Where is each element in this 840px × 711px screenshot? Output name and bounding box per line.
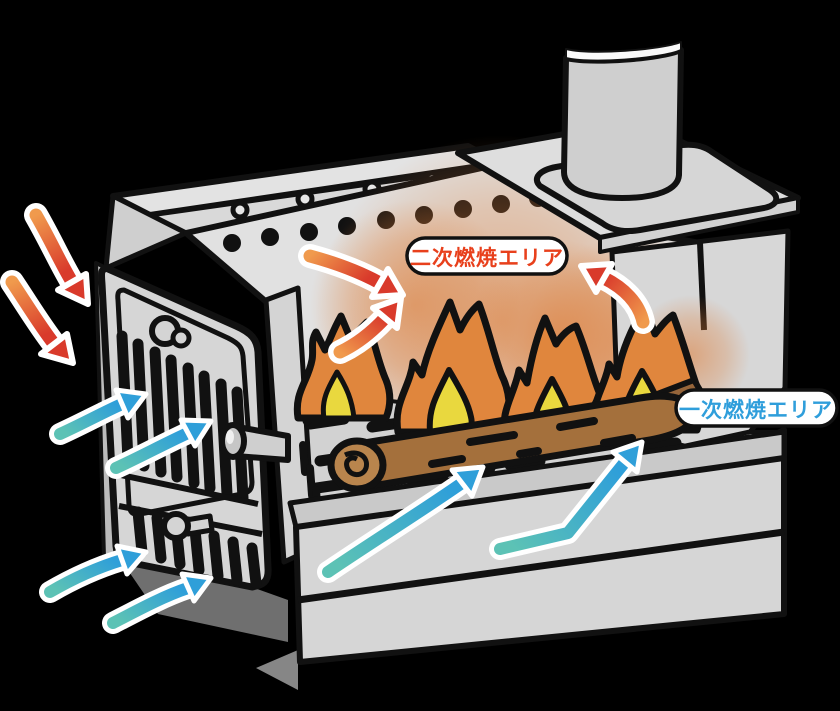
- log-bark-cracks: [428, 417, 636, 468]
- hot-air-arrow-top-left-lower: [0, 270, 76, 366]
- left-gable: [103, 193, 189, 271]
- label-pill: [674, 388, 839, 428]
- log-end-rings: [343, 450, 369, 478]
- flame-center-left: [393, 298, 513, 436]
- hot-air-arrow-to-chimney: [578, 261, 655, 334]
- label-pill: [405, 236, 569, 276]
- secondary-combustion-label: 二次燃焼エリア: [405, 236, 569, 276]
- hot-air-arrow-top-left-upper: [24, 203, 91, 307]
- door-handle: [219, 422, 291, 463]
- log-end-grain: [327, 437, 387, 493]
- hot-air-arrows: [0, 203, 655, 366]
- handle-highlight: [226, 430, 234, 444]
- door-vent-slats: [116, 330, 249, 504]
- door-knob: [149, 315, 192, 349]
- secondary-combustion-text: 二次燃焼エリア: [410, 246, 564, 270]
- chimney: [561, 41, 684, 201]
- door-lower-vent-slats: [132, 506, 262, 589]
- primary-combustion-text: 一次燃焼エリア: [679, 398, 833, 422]
- primary-combustion-label: 一次燃焼エリア: [674, 388, 839, 428]
- door-mid-rail-top: [115, 471, 259, 507]
- stove-foot: [256, 650, 298, 690]
- fresh-air-arrows: [39, 387, 645, 634]
- door-latch-bolt: [161, 511, 215, 541]
- hot-air-arrow-secondary-swirl: [328, 295, 404, 364]
- fresh-air-arrow-grate-left: [317, 464, 486, 583]
- fresh-air-arrow-under-stove-upper: [39, 543, 149, 603]
- chimney-top-rim: [565, 41, 682, 62]
- fresh-air-arrow-door-upper: [49, 387, 149, 445]
- fresh-air-arrow-door-lower: [105, 417, 214, 479]
- front-panel-seam: [297, 528, 785, 604]
- hot-air-arrow-into-firebox: [298, 244, 406, 300]
- fresh-air-arrow-grate-right: [489, 439, 645, 560]
- fresh-air-arrow-under-stove-lower: [102, 571, 214, 634]
